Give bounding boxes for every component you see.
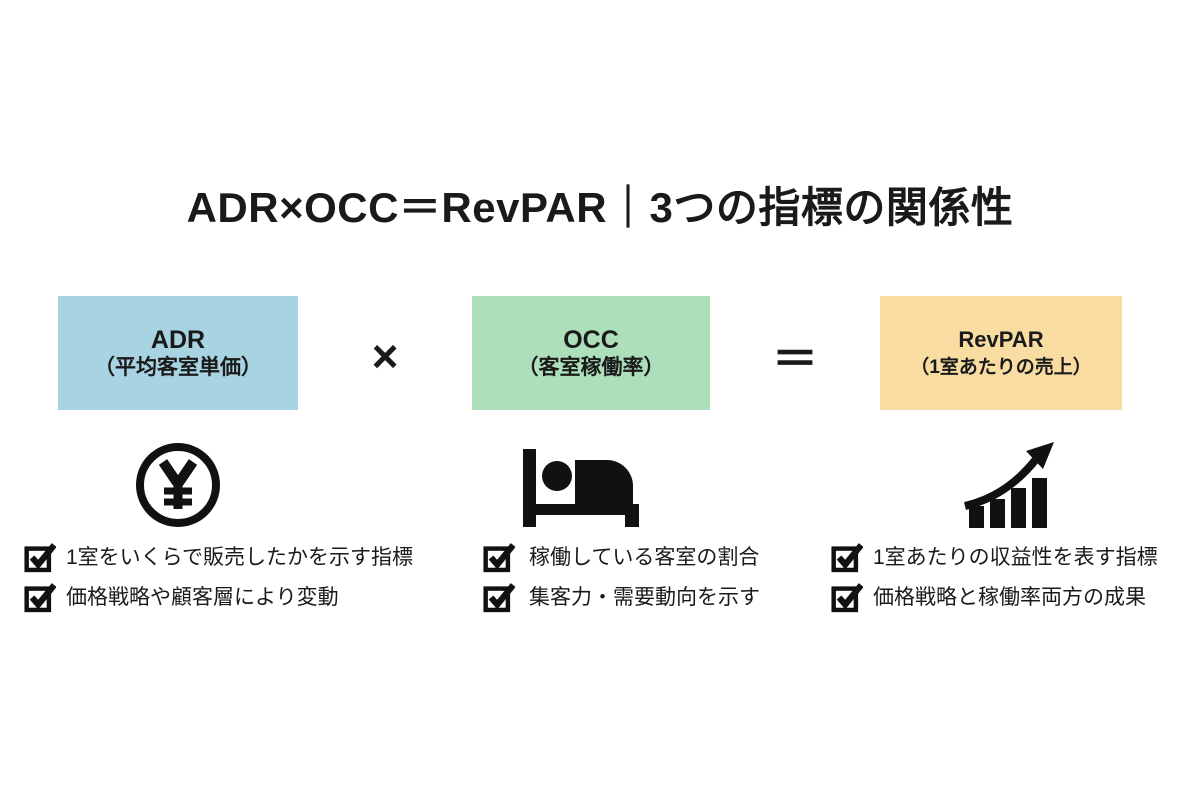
occ-checklist: 稼働している客室の割合 集客力・需要動向を示す [483,542,760,613]
growth-chart-icon [963,442,1055,533]
list-item-text: 集客力・需要動向を示す [529,586,760,609]
equals-operator: ＝ [772,333,818,385]
bed-icon [523,449,639,532]
list-item-text: 稼働している客室の割合 [529,546,760,569]
occ-box-sublabel: （客室稼働率） [517,356,665,379]
checkbox-icon [831,583,863,613]
list-item: 1室あたりの収益性を表す指標 [831,542,1158,573]
list-item-text: 1室をいくらで販売したかを示す指標 [66,546,414,569]
occ-box: OCC （客室稼働率） [472,296,710,410]
page-title: ADR×OCC＝RevPAR｜3つの指標の関係性 [186,184,1014,231]
adr-checklist: 1室をいくらで販売したかを示す指標 価格戦略や顧客層により変動 [24,542,413,613]
checkbox-icon [483,583,515,613]
checkbox-icon [24,583,56,613]
yen-coin-icon [134,441,222,534]
adr-box-sublabel: （平均客室単価） [94,356,262,379]
list-item-text: 価格戦略や顧客層により変動 [66,586,339,609]
checkbox-icon [483,543,515,573]
list-item-text: 価格戦略と稼働率両方の成果 [873,586,1146,609]
revpar-checklist: 1室あたりの収益性を表す指標 価格戦略と稼働率両方の成果 [831,542,1158,613]
revpar-box-sublabel: （1室あたりの売上） [910,357,1092,378]
list-item-text: 1室あたりの収益性を表す指標 [873,546,1158,569]
list-item: 価格戦略と稼働率両方の成果 [831,582,1158,613]
adr-box: ADR （平均客室単価） [58,296,298,410]
checkbox-icon [831,543,863,573]
list-item: 稼働している客室の割合 [483,542,760,573]
revpar-box: RevPAR （1室あたりの売上） [880,296,1122,410]
revpar-box-label: RevPAR [958,327,1044,352]
list-item: 価格戦略や顧客層により変動 [24,582,413,613]
checkbox-icon [24,543,56,573]
list-item: 集客力・需要動向を示す [483,582,760,613]
list-item: 1室をいくらで販売したかを示す指標 [24,542,413,573]
occ-box-label: OCC [563,326,619,354]
adr-box-label: ADR [150,326,206,354]
multiply-operator: × [371,330,399,382]
